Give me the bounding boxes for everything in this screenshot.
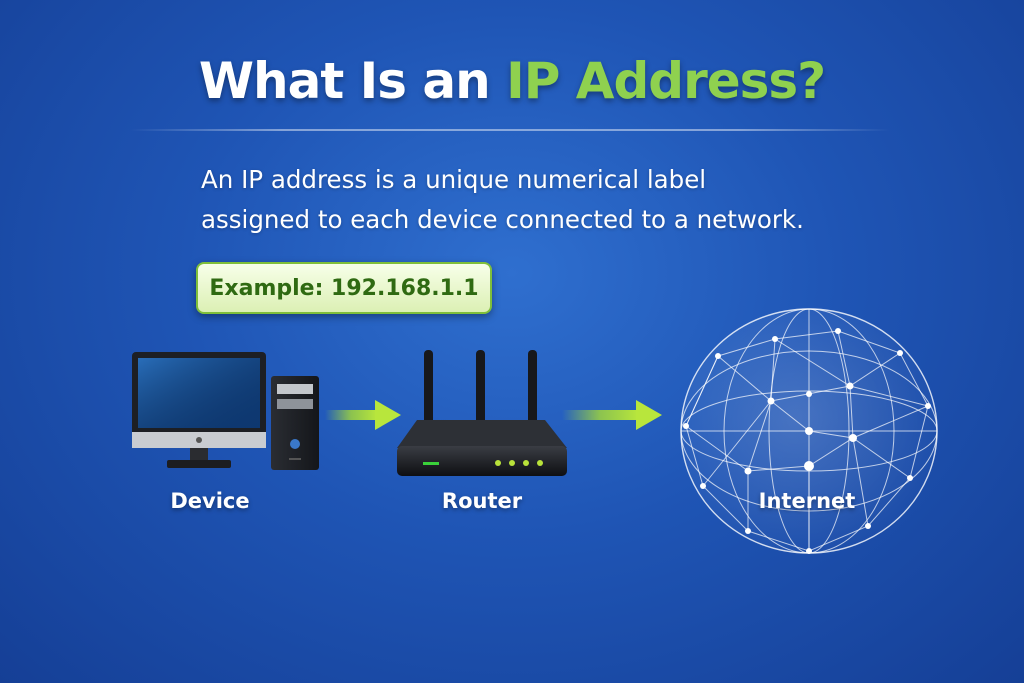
internet-label: Internet [758, 489, 856, 513]
computer-icon [132, 352, 319, 470]
device-label: Device [170, 489, 250, 513]
description: An IP address is a unique numerical labe… [201, 160, 841, 240]
description-line-1: An IP address is a unique numerical labe… [201, 165, 707, 194]
arrow-device-to-router [325, 400, 401, 430]
router-icon [397, 350, 567, 476]
router-label: Router [441, 489, 523, 513]
title-lead: What Is an [198, 52, 507, 110]
description-line-2: assigned to each device connected to a n… [201, 205, 804, 234]
internet-globe-icon [680, 308, 938, 554]
arrow-router-to-internet [562, 400, 662, 430]
example-box: Example: 192.168.1.1 [196, 262, 492, 314]
title-accent: IP Address? [506, 52, 826, 110]
page-title: What Is an IP Address? [0, 52, 1024, 110]
title-divider [130, 129, 890, 131]
